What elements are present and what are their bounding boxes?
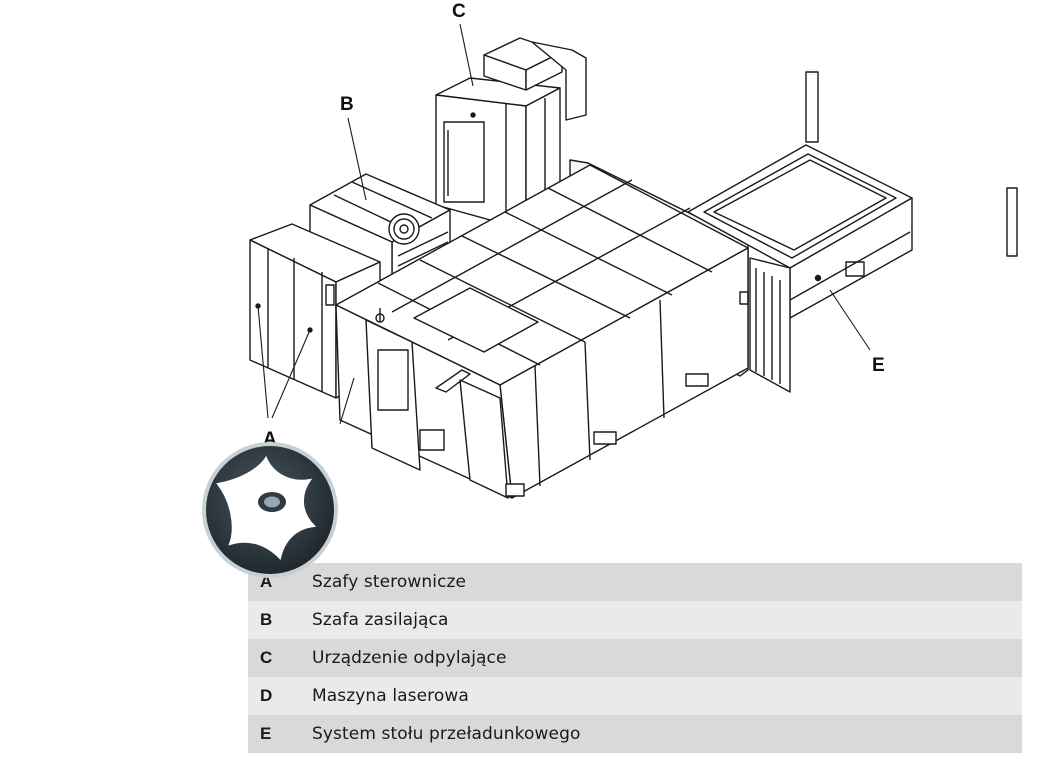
legend-description: Szafy sterownicze (312, 572, 467, 592)
leader-lines (257, 23, 871, 425)
legend-description: System stołu przeładunkowego (312, 724, 581, 744)
callout-B: B (340, 94, 354, 115)
legend-key: C (260, 648, 273, 667)
legend-key: E (260, 724, 272, 743)
legend-row: D Maszyna laserowa (248, 677, 1022, 715)
legend-row: A Szafy sterownicze (248, 563, 1022, 601)
legend-row: B Szafa zasilająca (248, 601, 1022, 639)
legend-key: B (260, 610, 273, 629)
legend-table: A Szafy sterownicze B Szafa zasilająca C… (248, 563, 1022, 753)
dust-extractor-drawing (435, 37, 587, 231)
legend-description: Maszyna laserowa (312, 686, 469, 706)
callout-E: E (872, 355, 885, 376)
loading-table-drawing (687, 71, 1018, 393)
legend-key: D (260, 686, 273, 705)
legend-row: E System stołu przeładunkowego (248, 715, 1022, 753)
legend-row: C Urządzenie odpylające (248, 639, 1022, 677)
legend-description: Szafa zasilająca (312, 610, 449, 630)
machine-tool-star-logo-icon (202, 442, 338, 578)
laser-machine-drawing (335, 159, 749, 499)
callout-C: C (452, 1, 466, 22)
legend-description: Urządzenie odpylające (312, 648, 507, 668)
